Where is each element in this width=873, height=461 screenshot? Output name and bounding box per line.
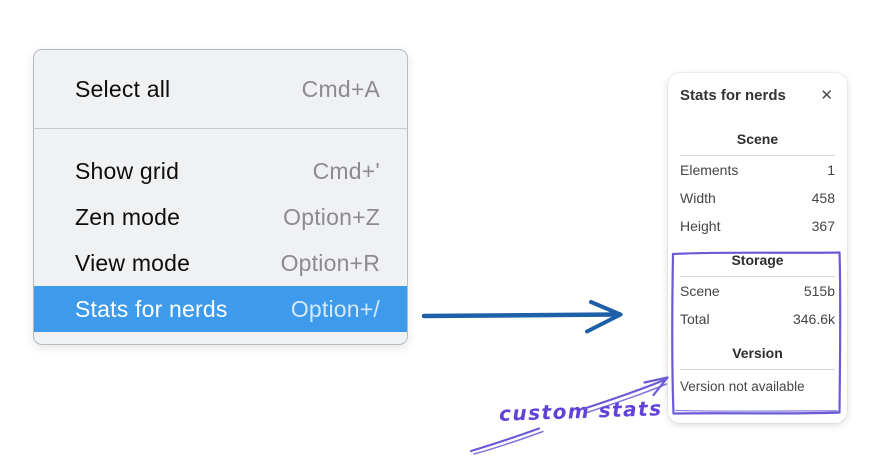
menu-item-zen-mode[interactable]: Zen mode Option+Z — [34, 194, 407, 240]
stat-value: 346.6k — [792, 311, 835, 327]
stat-row-scene-size: Scene 515b — [680, 277, 835, 305]
stat-label: Width — [680, 190, 716, 206]
stat-row-total-size: Total 346.6k — [680, 305, 835, 333]
close-icon[interactable]: ✕ — [820, 86, 833, 104]
version-heading: Version — [732, 345, 783, 361]
menu-item-stats-for-nerds[interactable]: Stats for nerds Option+/ — [34, 286, 407, 332]
menu-item-label: Show grid — [75, 157, 180, 184]
custom-stats-tail-line — [469, 427, 544, 455]
stat-value: 367 — [811, 218, 835, 234]
stat-value: 515b — [803, 283, 835, 299]
menu-item-label: Zen mode — [75, 203, 181, 230]
stat-label: Elements — [680, 162, 739, 178]
menu-divider — [34, 128, 407, 129]
scene-heading: Scene — [736, 131, 779, 147]
menu-item-show-grid[interactable]: Show grid Cmd+' — [34, 148, 407, 194]
stat-value: 458 — [811, 190, 835, 206]
menu-group: Show grid Cmd+' Zen mode Option+Z View m… — [34, 129, 407, 332]
menu-item-shortcut: Option+R — [280, 249, 380, 276]
menu-item-shortcut: Option+Z — [283, 203, 380, 230]
stat-row-width: Width 458 — [680, 184, 835, 212]
stat-label: Scene — [680, 283, 720, 299]
menu-item-label: Stats for nerds — [75, 295, 228, 322]
scene-section: Scene Elements 1 Width 458 Height 367 — [680, 131, 835, 240]
menu-item-shortcut: Option+/ — [290, 295, 380, 322]
stat-row-elements: Elements 1 — [680, 156, 835, 184]
menu-item-label: Select all — [75, 75, 171, 102]
stat-value: 1 — [827, 162, 835, 178]
storage-heading: Storage — [731, 252, 784, 268]
context-menu: Select all Cmd+A Show grid Cmd+' Zen mod… — [33, 49, 408, 345]
section-divider — [680, 369, 835, 370]
custom-stats-annotation: custom stats — [498, 396, 663, 426]
stats-panel-title: Stats for nerds — [680, 87, 786, 104]
menu-item-label: View mode — [75, 249, 191, 276]
stat-row-height: Height 367 — [680, 212, 835, 240]
version-note: Version not available — [680, 379, 805, 394]
section-divider — [680, 155, 835, 156]
stat-label: Total — [680, 311, 710, 327]
storage-section: Storage Scene 515b Total 346.6k Version … — [680, 252, 835, 394]
stat-label: Height — [680, 218, 721, 234]
menu-item-view-mode[interactable]: View mode Option+R — [34, 240, 407, 286]
blue-arrow — [421, 300, 623, 334]
menu-item-select-all[interactable]: Select all Cmd+A — [34, 50, 407, 128]
stats-panel: Stats for nerds ✕ Scene Elements 1 Width… — [668, 73, 847, 423]
menu-item-shortcut: Cmd+' — [312, 157, 380, 184]
menu-item-shortcut: Cmd+A — [301, 75, 380, 102]
stats-panel-header: Stats for nerds ✕ — [680, 87, 835, 104]
